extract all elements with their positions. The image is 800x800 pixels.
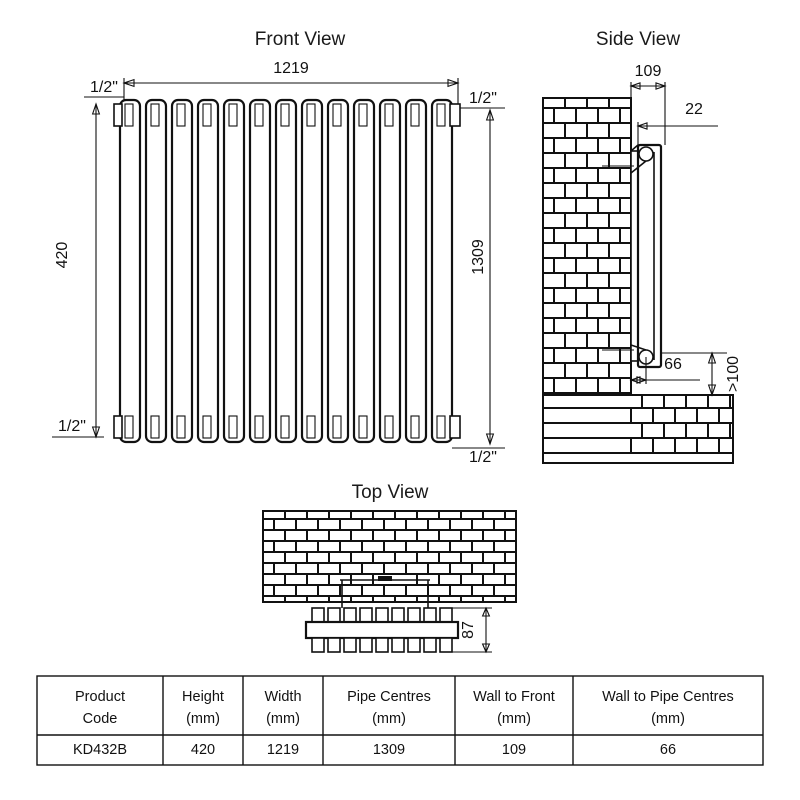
top-view-depth-dimension: 87 — [452, 606, 492, 654]
front-corner-label-bottom-right: 1/2" — [452, 447, 505, 466]
top-view-pipe-marker — [378, 576, 392, 581]
top-view-radiator-body — [304, 620, 460, 640]
side-view-radiator-profile — [602, 143, 663, 369]
top-view-fin-row-lower — [311, 637, 453, 653]
front-height-dimension: 420 — [54, 102, 101, 439]
front-corner-label-tl-text: 1/2" — [90, 79, 118, 96]
front-corner-label-bl-text: 1/2" — [58, 418, 86, 435]
fin-column — [222, 98, 246, 444]
fin-column — [378, 98, 402, 444]
front-view-title: Front View — [255, 29, 346, 50]
header-pipe-centres-line1: Pipe Centres — [347, 689, 431, 705]
front-corner-label-br-text: 1/2" — [469, 449, 497, 466]
cell-width: 1219 — [267, 742, 299, 758]
side-bracket-offset-dimension: 22 — [636, 101, 718, 145]
spec-table-header-row: Product Code Height (mm) Width (mm) Pipe… — [75, 689, 734, 727]
front-corner-label-bottom-left: 1/2" — [52, 418, 104, 438]
fin-column — [404, 98, 428, 444]
side-wall-to-pipe-centres-value: 66 — [664, 356, 682, 373]
front-pipe-centres-dimension: 1309 — [470, 108, 495, 446]
header-width-line1: Width — [264, 689, 301, 705]
side-view-title: Side View — [596, 29, 680, 50]
front-height-value: 420 — [54, 242, 71, 269]
header-wall-to-pipe-centres-line2: (mm) — [651, 711, 685, 727]
header-product-code-line1: Product — [75, 689, 125, 705]
header-height-line1: Height — [182, 689, 224, 705]
side-floor-clearance-value: >100 — [725, 356, 742, 392]
side-top-pipe-connection — [638, 146, 654, 162]
front-right-top-connector — [449, 103, 461, 127]
fin-column — [300, 98, 324, 444]
side-view-group: Side View — [542, 29, 742, 464]
front-corner-label-top-left: 1/2" — [84, 79, 124, 98]
top-view-radiator — [304, 580, 460, 653]
side-floor-clearance-dimension: >100 — [661, 351, 742, 397]
spec-table-row: KD432B 420 1219 1309 109 66 — [73, 742, 676, 758]
fin-column — [326, 98, 350, 444]
top-view-fin-row-upper — [311, 607, 453, 623]
header-pipe-centres-line2: (mm) — [372, 711, 406, 727]
fin-column — [144, 98, 168, 444]
side-wall-to-front-value: 109 — [635, 63, 662, 80]
top-view-group: Top View — [262, 482, 517, 654]
cell-wall-to-pipe-centres: 66 — [660, 742, 676, 758]
fin-column — [352, 98, 376, 444]
top-view-depth-value: 87 — [460, 621, 477, 639]
top-view-wall — [262, 510, 517, 603]
header-wall-to-front-line1: Wall to Front — [473, 689, 555, 705]
front-radiator-fins — [118, 98, 454, 444]
fin-column — [430, 98, 454, 444]
front-width-value: 1219 — [273, 60, 309, 77]
header-width-line2: (mm) — [266, 711, 300, 727]
spec-table: Product Code Height (mm) Width (mm) Pipe… — [36, 675, 764, 766]
front-left-top-connector — [113, 103, 123, 127]
fin-column — [170, 98, 194, 444]
cell-height: 420 — [191, 742, 215, 758]
fin-column — [274, 98, 298, 444]
side-bracket-offset-value: 22 — [685, 101, 703, 118]
front-right-bottom-connector — [449, 415, 461, 439]
cell-wall-to-front: 109 — [502, 742, 526, 758]
header-wall-to-front-line2: (mm) — [497, 711, 531, 727]
side-radiator-section — [636, 143, 663, 369]
header-product-code-line2: Code — [83, 711, 118, 727]
front-corner-label-tr-text: 1/2" — [469, 90, 497, 107]
header-height-line2: (mm) — [186, 711, 220, 727]
top-view-title: Top View — [352, 482, 429, 503]
cell-pipe-centres: 1309 — [373, 742, 405, 758]
front-view-group: Front View 1219 1/2" 1/2" 1/2" 1 — [52, 29, 505, 466]
fin-column — [248, 98, 272, 444]
fin-column — [196, 98, 220, 444]
front-pipe-centres-value: 1309 — [470, 239, 487, 275]
side-wall-to-pipe-centres-dimension: 66 — [629, 356, 700, 384]
cell-product-code: KD432B — [73, 742, 127, 758]
side-view-floor — [542, 394, 734, 464]
front-radiator-body — [113, 98, 461, 444]
fin-column — [118, 98, 142, 444]
front-corner-label-top-right: 1/2" — [458, 90, 505, 109]
header-wall-to-pipe-centres-line1: Wall to Pipe Centres — [602, 689, 734, 705]
side-wall-to-front-dimension: 109 — [629, 63, 667, 151]
front-left-bottom-connector — [113, 415, 123, 439]
